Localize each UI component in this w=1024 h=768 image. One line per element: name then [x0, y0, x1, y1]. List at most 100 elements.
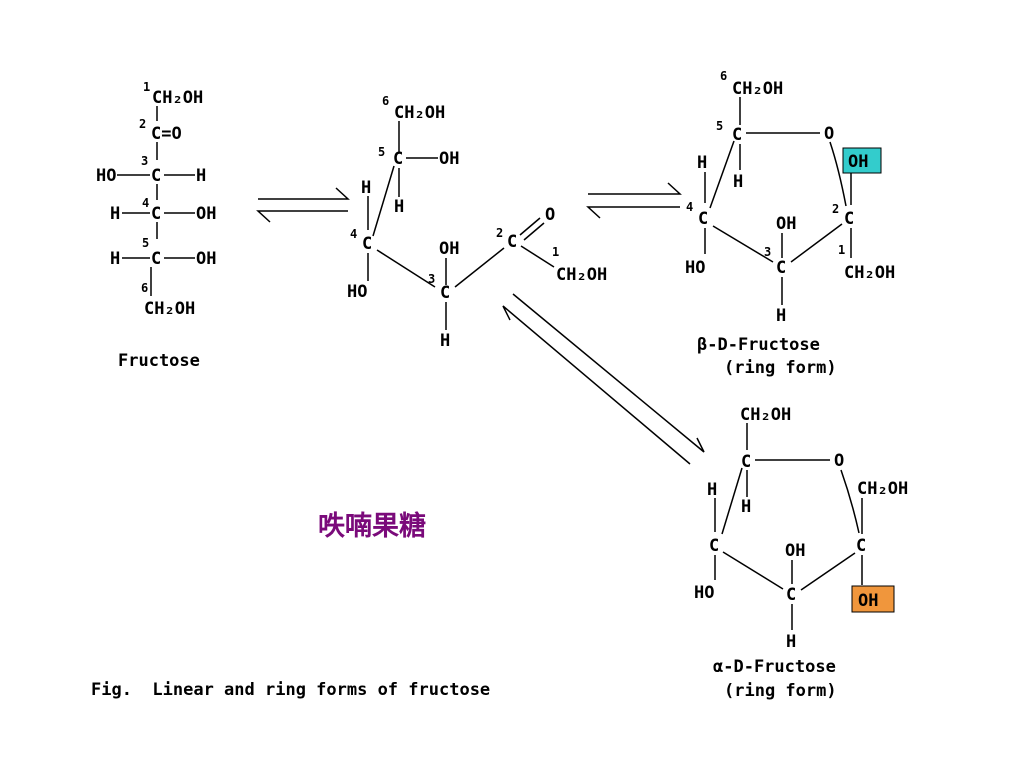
beta-c3-number: 3 — [764, 245, 771, 259]
beta-c3-carbon: C — [776, 258, 786, 278]
int-c4-h: H — [361, 178, 371, 198]
beta-c5-h: H — [733, 172, 743, 192]
alpha-form: (ring form) — [724, 681, 837, 701]
int-c1-group: CH₂OH — [556, 265, 607, 285]
alpha-c3-h: H — [786, 632, 796, 652]
linear-c5-number: 5 — [142, 236, 149, 250]
linear-c1-group: CH₂OH — [152, 88, 203, 108]
int-bond-3-2 — [454, 247, 505, 288]
beta-c3-h: H — [776, 306, 786, 326]
linear-c4-left: H — [110, 204, 120, 224]
linear-c5-carbon: C — [151, 249, 161, 269]
alpha-c5-h: H — [741, 497, 751, 517]
int-c2-number: 2 — [496, 226, 503, 240]
beta-anomeric-oh: OH — [848, 152, 868, 172]
beta-c2-number: 2 — [832, 202, 839, 216]
int-bond-c2-o-b — [523, 222, 545, 241]
linear-c5-right: OH — [196, 249, 216, 269]
alpha-ring-oxygen: O — [834, 451, 844, 471]
beta-c4-ho: HO — [685, 258, 705, 278]
alpha-bond-3-2 — [800, 552, 856, 591]
alpha-name: α-D-Fructose — [713, 657, 836, 677]
int-c5-carbon: C — [393, 149, 403, 169]
linear-c4-carbon: C — [151, 204, 161, 224]
int-c1-number: 1 — [552, 245, 559, 259]
int-bond-5-4 — [372, 165, 395, 237]
int-c3-h: H — [440, 331, 450, 351]
linear-name: Fructose — [118, 351, 200, 371]
beta-c6-group: CH₂OH — [732, 79, 783, 99]
int-c3-oh: OH — [439, 239, 459, 259]
beta-c6-number: 6 — [720, 69, 727, 83]
alpha-c4-h: H — [707, 480, 717, 500]
chinese-label: 呹喃果糖 — [318, 510, 426, 542]
int-c2-carbon: C — [507, 232, 517, 252]
linear-c4-number: 4 — [142, 196, 149, 210]
linear-c2-group: C=O — [151, 124, 182, 144]
linear-c6-group: CH₂OH — [144, 299, 195, 319]
beta-c2-carbon: C — [844, 209, 854, 229]
beta-c5-carbon: C — [732, 125, 742, 145]
alpha-c4-carbon: C — [709, 536, 719, 556]
alpha-bond-o-2 — [840, 469, 860, 534]
alpha-c2-carbon: C — [856, 536, 866, 556]
alpha-right-group: CH₂OH — [857, 479, 908, 499]
beta-anomeric-highlight — [842, 147, 882, 174]
beta-form: (ring form) — [724, 358, 837, 378]
int-bond-2-1 — [520, 245, 555, 268]
alpha-fructose-ring: CH₂OH C O H H C HO OH C H CH₂OH C OH α-D… — [694, 405, 908, 701]
alpha-c5-carbon: C — [741, 452, 751, 472]
equilibrium-arrow-2 — [586, 182, 682, 219]
intermediate-open-chain: 6 CH₂OH 5 C OH H H 4 C HO OH 3 C H 2 C O… — [347, 94, 607, 351]
int-c5-oh: OH — [439, 149, 459, 169]
beta-c4-number: 4 — [686, 200, 693, 214]
linear-c5-left: H — [110, 249, 120, 269]
int-bond-4-3 — [376, 249, 436, 288]
beta-c3-oh: OH — [776, 214, 796, 234]
linear-c3-carbon: C — [151, 166, 161, 186]
alpha-top-group: CH₂OH — [740, 405, 791, 425]
alpha-bond-5-4 — [721, 467, 743, 535]
beta-name: β-D-Fructose — [697, 335, 820, 355]
beta-c4-h: H — [697, 153, 707, 173]
linear-fructose: 1 CH₂OH 2 C=O 3 HO C H 4 H C OH 5 H C OH… — [96, 80, 216, 371]
figure-caption: Fig. Linear and ring forms of fructose — [91, 680, 490, 700]
linear-c1-number: 1 — [143, 80, 150, 94]
int-c6-group: CH₂OH — [394, 103, 445, 123]
int-c2-oxygen: O — [545, 205, 555, 225]
beta-c1-group: CH₂OH — [844, 263, 895, 283]
linear-c3-left: HO — [96, 166, 116, 186]
linear-c2-number: 2 — [139, 117, 146, 131]
beta-c5-number: 5 — [716, 119, 723, 133]
beta-bond-3-2 — [790, 223, 843, 263]
int-c4-carbon: C — [362, 234, 372, 254]
beta-bond-o-2 — [829, 141, 847, 207]
beta-ring-oxygen: O — [824, 124, 834, 144]
beta-fructose-ring: 6 CH₂OH 5 C O H H 4 C HO OH 3 C H OH 2 C… — [685, 69, 895, 378]
equilibrium-arrow-3 — [502, 293, 705, 465]
alpha-bond-4-3 — [722, 551, 784, 590]
beta-bond-4-3 — [712, 225, 774, 263]
int-bond-c2-o-a — [519, 217, 541, 236]
int-c6-number: 6 — [382, 94, 389, 108]
alpha-c4-ho: HO — [694, 583, 714, 603]
int-c5-number: 5 — [378, 145, 385, 159]
int-c3-carbon: C — [440, 283, 450, 303]
beta-c4-carbon: C — [698, 209, 708, 229]
int-c4-ho: HO — [347, 282, 367, 302]
linear-c6-number: 6 — [141, 281, 148, 295]
alpha-c3-carbon: C — [786, 585, 796, 605]
alpha-anomeric-oh: OH — [858, 591, 878, 611]
linear-c3-number: 3 — [141, 154, 148, 168]
beta-c1-number: 1 — [838, 243, 845, 257]
equilibrium-arrow-1 — [256, 187, 350, 223]
linear-c3-right: H — [196, 166, 206, 186]
int-c5-h: H — [394, 197, 404, 217]
beta-bond-5-4 — [709, 140, 735, 209]
int-c4-number: 4 — [350, 227, 357, 241]
linear-c4-right: OH — [196, 204, 216, 224]
alpha-anomeric-highlight — [851, 585, 895, 613]
alpha-c3-oh: OH — [785, 541, 805, 561]
